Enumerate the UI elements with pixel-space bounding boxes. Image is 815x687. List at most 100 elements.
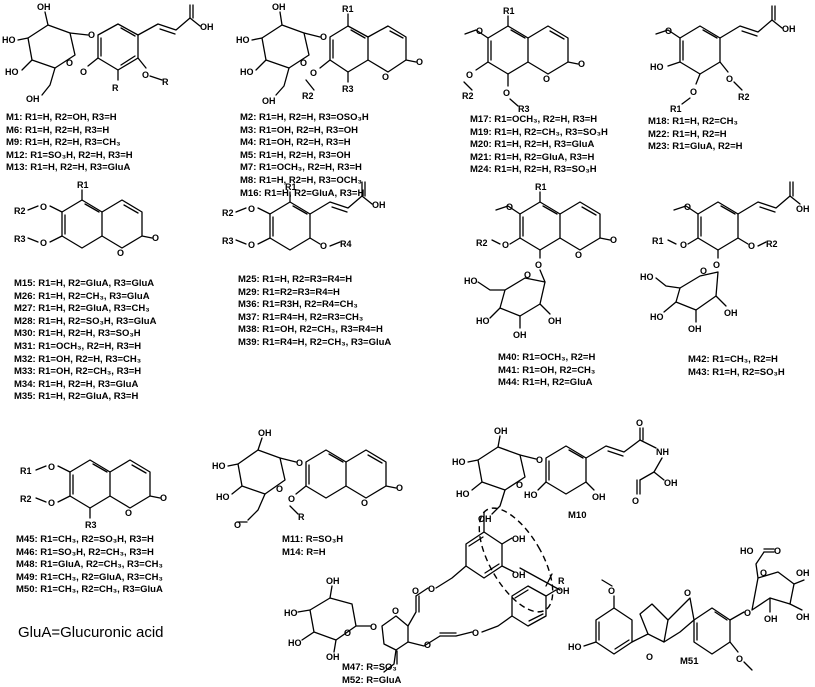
svg-text:OH: OH — [548, 316, 562, 326]
svg-text:O: O — [575, 250, 582, 260]
svg-text:HO: HO — [640, 272, 654, 282]
compound-list-group-9: M45: R1=CH₃, R2=SO₃H, R3=H M46: R1=SO₃H,… — [16, 534, 163, 597]
svg-text:O: O — [382, 72, 389, 82]
compound-label: M31: R1=OCH₃, R2=H, R3=H — [14, 340, 142, 352]
compound-list-group-2: M2: R1=H, R2=H, R3=OSO₃H M3: R1=OH, R2=H… — [240, 112, 369, 200]
structure-m15-group: R1 O R2 O R3 O O — [14, 180, 159, 258]
svg-text:O: O — [40, 238, 47, 248]
svg-text:HO: HO — [452, 457, 466, 467]
svg-text:O: O — [80, 67, 87, 77]
compound-label: M9: R1=H, R2=H, R3=CH₃ — [6, 137, 121, 149]
svg-text:OH: OH — [796, 568, 810, 578]
svg-text:OH: OH — [372, 200, 386, 210]
svg-text:R3: R3 — [342, 84, 354, 94]
svg-text:O: O — [288, 494, 295, 504]
compound-label: M38: R1=OH, R2=CH₃, R3=R4=H — [238, 324, 383, 336]
svg-text:O: O — [142, 70, 149, 80]
compound-label: M11: R=SO₃H — [282, 534, 344, 545]
svg-text:R4: R4 — [340, 239, 352, 249]
svg-text:R1: R1 — [342, 4, 354, 14]
compound-label: M4: R1=OH, R2=H, R3=H — [240, 137, 351, 149]
svg-text:O: O — [506, 202, 513, 212]
compound-label: M32: R1=OH, R2=H, R3=CH₃ — [14, 353, 142, 365]
svg-text:OH: OH — [326, 576, 340, 586]
svg-text:O: O — [160, 493, 167, 503]
svg-text:O: O — [524, 270, 531, 280]
compound-label: M12: R1=SO₃H, R2=H, R3=H — [6, 149, 133, 161]
structure-m11-group: OH HO HO O O O O R O O — [212, 428, 403, 530]
compound-list-group-8: M42: R1=CH₃, R2=H M43: R1=H, R2=SO₃H — [688, 354, 785, 379]
svg-text:HO: HO — [2, 35, 16, 45]
compound-label: M40: R1=OCH₃, R2=H — [498, 352, 596, 363]
svg-text:O: O — [320, 32, 327, 42]
svg-text:O: O — [276, 484, 283, 494]
svg-text:O: O — [516, 480, 523, 490]
svg-text:OH: OH — [513, 330, 527, 340]
svg-text:O: O — [713, 260, 720, 270]
svg-text:O: O — [392, 606, 399, 616]
svg-text:R1: R1 — [20, 466, 32, 476]
svg-text:R2: R2 — [222, 208, 234, 218]
svg-text:O: O — [632, 496, 639, 506]
svg-text:R2: R2 — [738, 92, 750, 102]
svg-text:R1: R1 — [535, 182, 547, 192]
glucuronic-acid-legend: GluA=Glucuronic acid — [18, 624, 164, 641]
svg-text:R2: R2 — [766, 239, 778, 249]
svg-text:O: O — [726, 74, 733, 84]
compound-label: M28: R1=H, R2=SO₃H, R3=GluA — [14, 315, 157, 327]
structure-m42-group: O O R1 O R2 O OH HO HO OH OH O — [640, 181, 810, 334]
svg-text:HO: HO — [288, 638, 302, 648]
svg-text:O: O — [48, 498, 55, 508]
structure-m18-group: O HO O R1 O R2 OH — [650, 5, 796, 114]
svg-text:O: O — [502, 240, 509, 250]
compound-label: M45: R1=CH₃, R2=SO₃H, R3=H — [16, 534, 154, 545]
compound-list-group-10: M11: R=SO₃H M14: R=H — [282, 534, 343, 559]
svg-text:O: O — [310, 68, 317, 78]
svg-text:OH: OH — [796, 612, 810, 622]
compound-label: M37: R1=R4=H, R2=R3=CH₃ — [238, 311, 364, 323]
svg-text:NH: NH — [656, 447, 669, 457]
compound-label: M21: R1=H, R2=GluA, R3=H — [470, 151, 595, 163]
svg-text:HO: HO — [216, 492, 230, 502]
svg-text:O: O — [760, 568, 767, 578]
svg-text:HO: HO — [284, 608, 298, 618]
compound-label: M44: R1=H, R2=GluA — [498, 377, 593, 389]
svg-text:OH: OH — [782, 24, 796, 34]
compound-label: M25: R1=H, R2=R3=R4=H — [238, 274, 353, 285]
svg-text:O: O — [578, 59, 585, 69]
svg-text:HO: HO — [456, 489, 470, 499]
svg-text:OH: OH — [512, 534, 526, 544]
svg-text:O: O — [344, 628, 351, 638]
svg-text:O: O — [248, 204, 255, 214]
svg-text:HO: HO — [464, 276, 478, 286]
svg-text:OH: OH — [26, 94, 40, 104]
compound-label: M14: R=H — [282, 546, 326, 558]
compound-label-m51: M51 — [680, 656, 699, 667]
svg-text:O: O — [503, 88, 510, 98]
svg-text:O: O — [476, 26, 483, 36]
svg-text:HO: HO — [650, 312, 664, 322]
svg-text:O: O — [535, 260, 542, 270]
svg-text:R1: R1 — [652, 236, 664, 246]
svg-text:O: O — [646, 652, 653, 662]
svg-text:O: O — [684, 588, 691, 598]
svg-text:O: O — [748, 241, 755, 251]
svg-text:O: O — [320, 241, 327, 251]
svg-text:R: R — [558, 576, 565, 586]
compound-label: M42: R1=CH₃, R2=H — [688, 354, 778, 365]
svg-text:HO: HO — [740, 546, 754, 556]
compound-label: M26: R1=H, R2=CH₃, R3=GluA — [14, 290, 150, 302]
svg-text:HO: HO — [568, 642, 582, 652]
svg-text:R: R — [298, 512, 305, 522]
compound-label: M24: R1=H, R2=H, R3=SO₃H — [470, 164, 597, 176]
compound-label: M39: R1=R4=H, R2=CH₃, R3=GluA — [238, 336, 392, 348]
compound-label: M27: R1=H, R2=GluA, R3=CH₃ — [14, 303, 150, 315]
svg-text:O: O — [700, 266, 707, 276]
svg-text:HO: HO — [5, 67, 19, 77]
svg-text:O: O — [234, 520, 241, 530]
compound-label: M19: R1=H, R2=CH₃, R3=SO₃H — [470, 126, 608, 138]
svg-text:HO: HO — [236, 35, 250, 45]
svg-text:O: O — [361, 498, 368, 508]
svg-text:R2: R2 — [302, 91, 314, 101]
